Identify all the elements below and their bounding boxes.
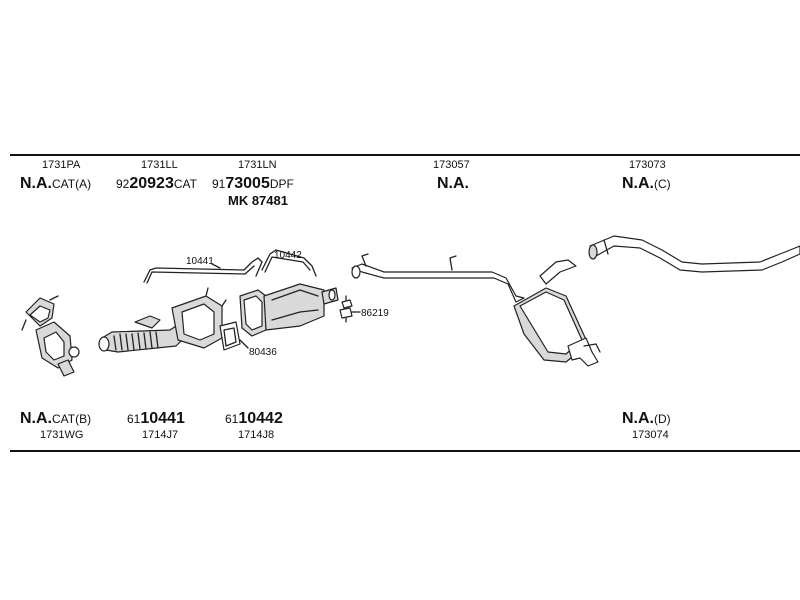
part-number-value: 73005 <box>225 175 270 192</box>
part-code: 173074 <box>632 429 669 441</box>
callout-86219: 86219 <box>361 308 389 319</box>
flex-pipe-part[interactable] <box>98 287 227 353</box>
part-number-value: N.A. <box>622 410 654 427</box>
part-extra: MK 87481 <box>228 193 288 208</box>
particulate-filter-part[interactable] <box>239 283 339 337</box>
bottom-divider <box>10 450 800 452</box>
strap-10442-part[interactable]: 10442 <box>261 249 317 277</box>
catalytic-converter-part[interactable] <box>21 295 80 377</box>
clamp-86219-part[interactable]: 86219 <box>339 295 389 323</box>
part-number-suffix: (D) <box>654 412 671 426</box>
part-number-suffix: CAT(A) <box>52 177 92 191</box>
part-number: N.A.(D) <box>622 411 671 427</box>
part-number: 9173005DPF <box>212 176 294 192</box>
part-number-value: 10441 <box>140 410 185 427</box>
part-code: 173073 <box>629 159 666 171</box>
part-code: 1731LN <box>238 159 277 171</box>
part-number: N.A.(C) <box>622 176 671 192</box>
gasket-80436-part[interactable]: 80436 <box>219 321 277 358</box>
intermediate-pipe-part[interactable] <box>351 253 525 303</box>
top-divider <box>10 154 800 156</box>
part-number-prefix: 61 <box>225 412 239 426</box>
part-code: 1731WG <box>40 429 84 441</box>
part-number: 9220923CAT <box>116 176 197 192</box>
part-number: N.A. <box>437 175 469 192</box>
part-number: N.A.CAT(A) <box>20 176 91 192</box>
part-number: 6110442 <box>225 411 283 427</box>
part-number-value: 10442 <box>238 410 283 427</box>
part-number-prefix: 91 <box>212 177 226 191</box>
callout-80436: 80436 <box>249 347 277 358</box>
part-number-value: N.A. <box>20 175 52 192</box>
part-number-value: N.A. <box>622 175 654 192</box>
part-code: 1731PA <box>42 159 81 171</box>
part-code: 173057 <box>433 159 470 171</box>
part-code: 1731LL <box>141 159 178 171</box>
part-number: N.A.CAT(B) <box>20 411 91 427</box>
part-number-suffix: CAT(B) <box>52 412 92 426</box>
part-number-suffix: CAT <box>173 177 197 191</box>
part-code: 1714J8 <box>238 429 275 441</box>
part-number-value: 20923 <box>129 175 174 192</box>
part-number-prefix: 61 <box>127 412 141 426</box>
callout-10441: 10441 <box>186 256 214 267</box>
strap-10441-part[interactable]: 10441 <box>143 256 263 284</box>
callout-10442: 10442 <box>274 250 302 261</box>
part-number-suffix: (C) <box>654 177 671 191</box>
part-code: 1714J7 <box>142 429 179 441</box>
part-number-prefix: 92 <box>116 177 130 191</box>
tail-pipe-part[interactable] <box>588 235 800 273</box>
part-number: 6110441 <box>127 411 185 427</box>
part-number-value: N.A. <box>20 410 52 427</box>
rear-muffler-part[interactable] <box>513 259 601 367</box>
part-number-suffix: DPF <box>269 177 294 191</box>
